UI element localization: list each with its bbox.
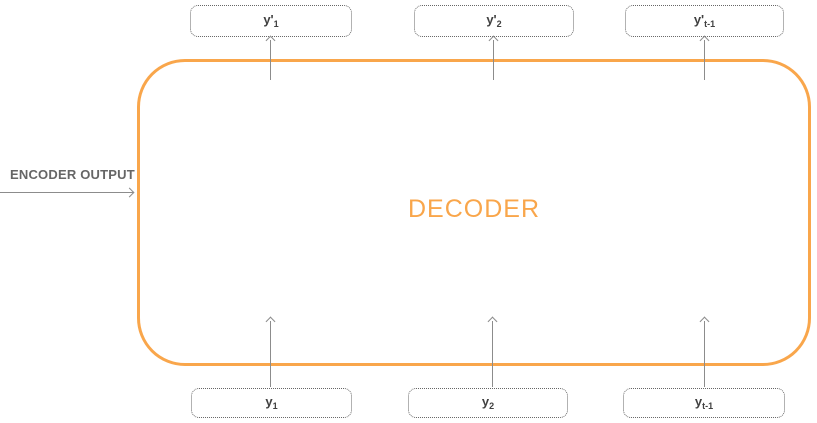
input-token-box-3: yt-1 <box>623 388 785 418</box>
arrowhead-up-icon <box>265 35 276 46</box>
output-arrow-2 <box>493 40 494 80</box>
input-token-label-3: yt-1 <box>694 394 714 411</box>
output-arrow-3 <box>704 40 705 80</box>
output-token-label-2: y'2 <box>486 12 502 29</box>
arrowhead-up-icon <box>699 35 710 46</box>
input-token-label-2: y2 <box>481 394 495 411</box>
input-token-box-2: y2 <box>408 388 568 418</box>
arrowhead-right-icon <box>124 187 135 198</box>
output-token-box-1: y'1 <box>190 5 352 37</box>
output-token-box-2: y'2 <box>414 5 574 37</box>
output-token-label-1: y'1 <box>263 12 279 29</box>
input-arrow-1 <box>270 321 271 387</box>
encoder-output-arrow <box>0 192 133 193</box>
decoder-box: DECODER <box>137 59 811 366</box>
output-arrow-1 <box>270 40 271 80</box>
output-token-label-3: y't-1 <box>693 12 716 29</box>
arrowhead-up-icon <box>488 35 499 46</box>
input-arrow-2 <box>492 321 493 387</box>
input-token-label-1: y1 <box>265 394 278 411</box>
encoder-output-label: ENCODER OUTPUT <box>10 167 135 182</box>
decoder-label: DECODER <box>407 195 540 223</box>
output-token-box-3: y't-1 <box>625 5 784 37</box>
input-token-box-1: y1 <box>191 388 352 418</box>
input-arrow-3 <box>704 321 705 387</box>
